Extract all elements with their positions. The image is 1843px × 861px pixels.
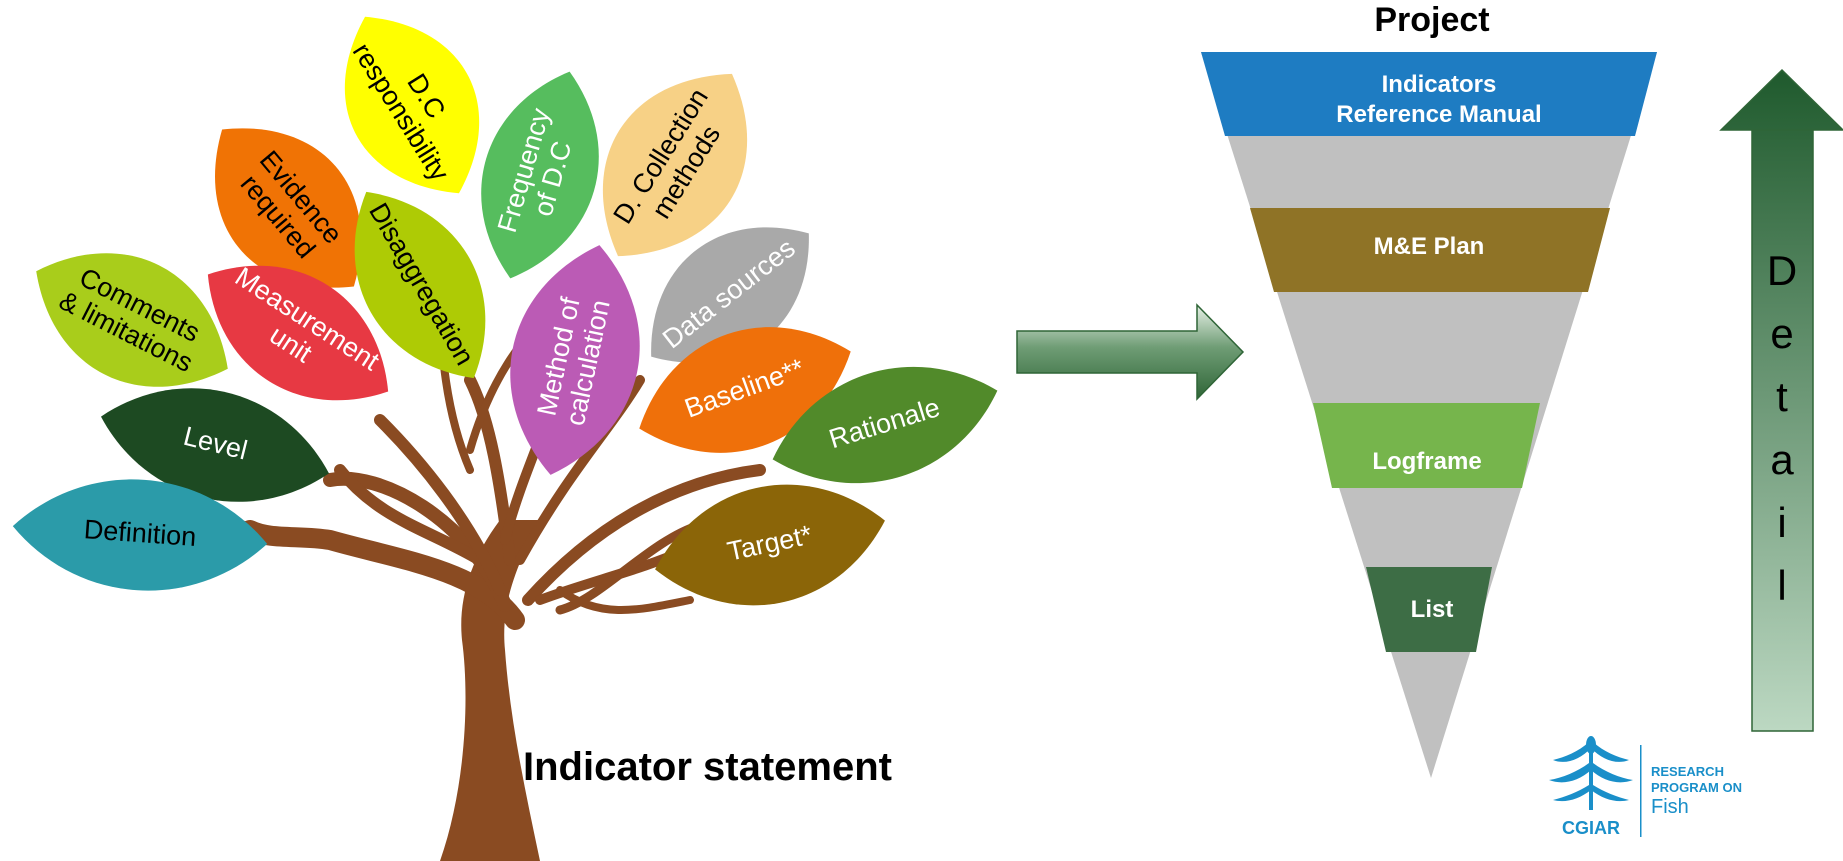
leaf-shape-measurement-unit <box>207 265 389 401</box>
leaf-shape-rationale <box>772 366 998 484</box>
band-logframe: Logframe <box>1313 403 1540 488</box>
leaf-shape-disaggregation <box>354 191 486 379</box>
band-indicators-reference-manual-label-2: Reference Manual <box>1336 101 1541 128</box>
leaf-shape-target <box>655 484 885 606</box>
leaf-shape-evidence-required <box>215 128 361 288</box>
band-shape-indicators-reference-manual <box>1201 52 1657 136</box>
logo-line3: Fish <box>1651 796 1689 818</box>
leaf-shape-definition <box>12 479 268 591</box>
funnel-title: Project <box>1374 1 1489 39</box>
detail-letter: a <box>1770 436 1794 483</box>
band-list: List <box>1366 567 1492 652</box>
logo-divider <box>1640 745 1642 837</box>
leaf-shape-level <box>100 388 330 502</box>
tree-trunk <box>440 520 540 861</box>
logo-line2: PROGRAM ON <box>1651 780 1742 795</box>
band-me-plan: M&E Plan <box>1250 208 1610 292</box>
leaf-shape-method-of-calculation <box>510 245 640 475</box>
project-funnel: Project Indicators Reference Manual M&E … <box>1201 1 1657 778</box>
band-list-label: List <box>1411 596 1454 623</box>
band-me-plan-label: M&E Plan <box>1374 233 1485 260</box>
band-shape-logframe <box>1313 403 1540 488</box>
logo-line1: RESEARCH <box>1651 764 1724 779</box>
band-shape-me-plan <box>1250 208 1610 292</box>
indicator-statement-caption: Indicator statement <box>523 745 892 789</box>
detail-letter: i <box>1777 499 1786 546</box>
band-indicators-reference-manual-label-1: Indicators <box>1382 71 1497 98</box>
leaf-shape-dc-collection-methods <box>602 73 748 257</box>
leaf-disaggregation: Disaggregation <box>354 191 486 379</box>
leaf-definition: Definition <box>12 479 268 591</box>
detail-letter: e <box>1770 310 1793 357</box>
band-indicators-reference-manual: Indicators Reference Manual <box>1201 52 1657 136</box>
logo-brand: CGIAR <box>1562 818 1620 838</box>
band-shape-list <box>1366 567 1492 652</box>
detail-letter: l <box>1777 562 1786 609</box>
leaf-rationale: Rationale <box>772 366 998 484</box>
band-logframe-label: Logframe <box>1372 448 1481 475</box>
leaf-shape-dc-responsibility <box>344 16 480 194</box>
leaf-shape-frequency-of-dc <box>481 71 599 279</box>
leaf-shape-comments-limitations <box>36 253 228 387</box>
detail-letter: D <box>1767 247 1797 294</box>
cgiar-wheat-icon <box>1549 736 1633 810</box>
cgiar-fish-logo: CGIAR RESEARCH PROGRAM ON Fish <box>1549 736 1742 838</box>
leaf-comments-limitations: Comments& limitations <box>36 253 228 387</box>
leaf-target: Target* <box>655 484 885 606</box>
up-arrow-icon <box>1719 68 1843 732</box>
leaf-level: Level <box>100 388 330 502</box>
detail-letter: t <box>1776 373 1788 420</box>
funnel-bands: Indicators Reference Manual M&E Plan Log… <box>1201 52 1657 652</box>
right-arrow-icon <box>1016 303 1245 401</box>
